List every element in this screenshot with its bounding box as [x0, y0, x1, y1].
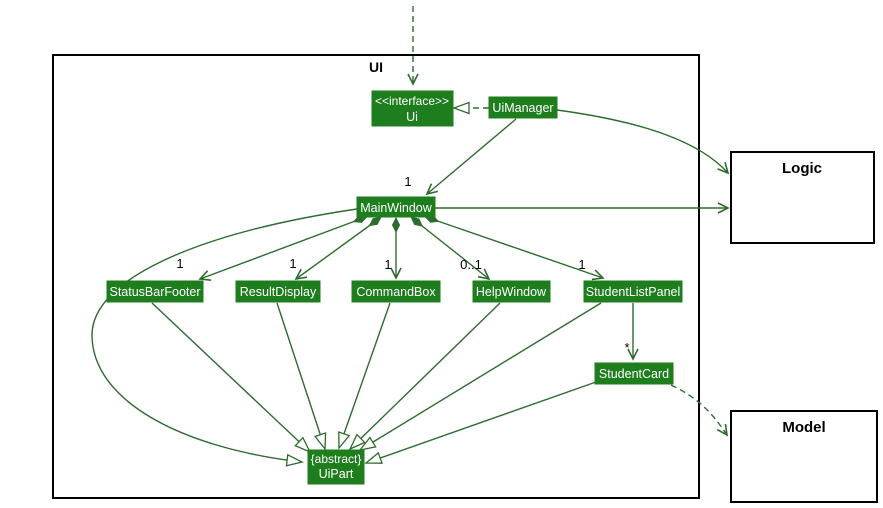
inheritance-mainwindow-uipart [91, 208, 358, 467]
ui-container-title: UI [369, 59, 383, 75]
class-box-resultdisplay [235, 280, 321, 303]
class-box-uipart [307, 449, 365, 485]
class-label-statusbarfooter: StatusBarFooter [109, 285, 200, 299]
class-stereotype-ui-interface: <<interface>> [375, 94, 449, 108]
inheritance-resultdisplay-uipart [276, 302, 327, 451]
composition-mainwindow-resultdisplay [296, 218, 380, 279]
model-component-title: Model [782, 419, 825, 436]
class-box-commandbox [351, 280, 441, 303]
class-label-uimanager: UiManager [492, 101, 553, 115]
dependency-studentcard-model [670, 384, 729, 437]
model-component-box [730, 410, 878, 503]
multiplicity-studentcard: * [624, 340, 629, 355]
class-box-statusbarfooter [106, 280, 204, 303]
class-label-studentlistpanel: StudentListPanel [586, 285, 681, 299]
class-stereotype-uipart: {abstract} [311, 452, 362, 466]
inheritance-studentlistpanel-uipart [358, 302, 602, 451]
association-uimanager-mainwindow [425, 118, 517, 196]
class-label-studentcard: StudentCard [599, 367, 669, 381]
multiplicity-helpwindow: 0..1 [460, 257, 482, 272]
class-box-mainwindow [356, 196, 436, 218]
class-box-studentcard [594, 362, 674, 385]
class-label-mainwindow: MainWindow [360, 201, 433, 215]
class-box-helpwindow [472, 280, 551, 303]
multiplicity-commandbox: 1 [384, 257, 391, 272]
class-label-commandbox: CommandBox [356, 285, 436, 299]
class-label-helpwindow: HelpWindow [476, 285, 547, 299]
class-label-resultdisplay: ResultDisplay [240, 285, 317, 299]
composition-mainwindow-studentlistpanel [426, 217, 603, 278]
association-uimanager-logic [556, 109, 730, 175]
inheritance-statusbarfooter-uipart [151, 302, 312, 454]
multiplicity-uimanager-mainwindow: 1 [404, 174, 411, 189]
class-box-studentlistpanel [583, 280, 683, 303]
logic-component-title: Logic [782, 160, 822, 177]
inheritance-studentcard-uipart [364, 381, 597, 464]
logic-component-box [730, 151, 875, 244]
class-box-uimanager [488, 96, 558, 119]
multiplicity-studentlistpanel: 1 [578, 257, 585, 272]
multiplicity-statusbarfooter: 1 [176, 256, 183, 271]
class-label-uipart: UiPart [319, 467, 354, 481]
inheritance-commandbox-uipart [338, 302, 391, 450]
class-box-ui-interface [371, 90, 454, 127]
inheritance-helpwindow-uipart [348, 302, 501, 451]
class-label-ui-interface: Ui [406, 110, 418, 124]
multiplicity-resultdisplay: 1 [289, 256, 296, 271]
